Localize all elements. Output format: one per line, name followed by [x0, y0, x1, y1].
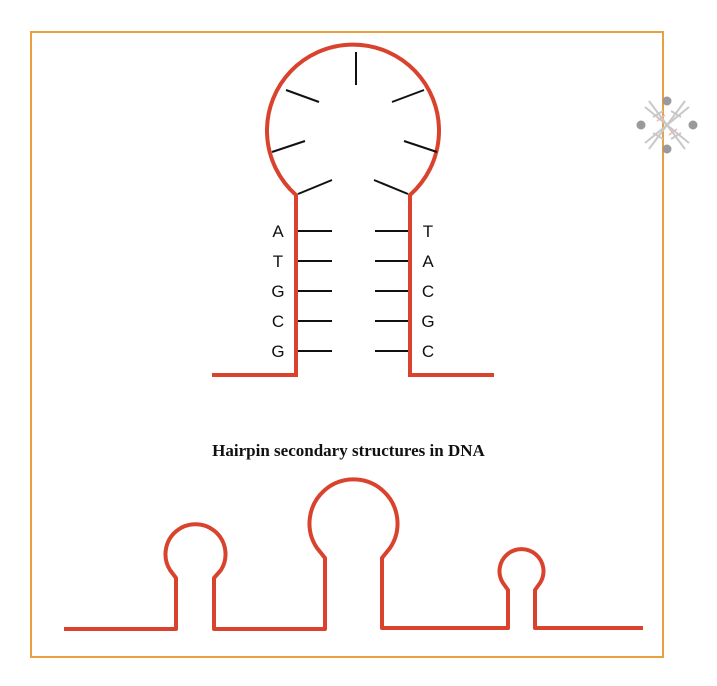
diagram-frame	[30, 31, 664, 658]
loop-tick	[285, 89, 320, 103]
loop-tick	[391, 89, 425, 103]
loop-ticks	[271, 52, 438, 195]
right-strand-labels: T A C G C	[421, 222, 434, 361]
right-base-label: C	[422, 342, 434, 361]
left-base-label: G	[271, 282, 284, 301]
loop-tick	[271, 140, 306, 153]
left-base-label: G	[271, 342, 284, 361]
dna-watermark-icon	[636, 96, 698, 154]
right-base-label: T	[423, 222, 433, 241]
left-base-label: C	[272, 312, 284, 331]
stem-bonds	[298, 230, 408, 352]
loop-tick	[373, 179, 409, 195]
right-base-label: G	[421, 312, 434, 331]
left-strand-labels: A T G C G	[271, 222, 284, 361]
left-base-label: A	[272, 222, 284, 241]
left-base-label: T	[273, 252, 283, 271]
diagram-caption: Hairpin secondary structures in DNA	[212, 441, 485, 460]
loop-tick	[297, 179, 333, 195]
right-base-label: A	[422, 252, 434, 271]
right-base-label: C	[422, 282, 434, 301]
main-hairpin-strand	[212, 42, 494, 377]
loop-tick	[403, 140, 438, 153]
multi-hairpin-strand	[64, 477, 643, 631]
